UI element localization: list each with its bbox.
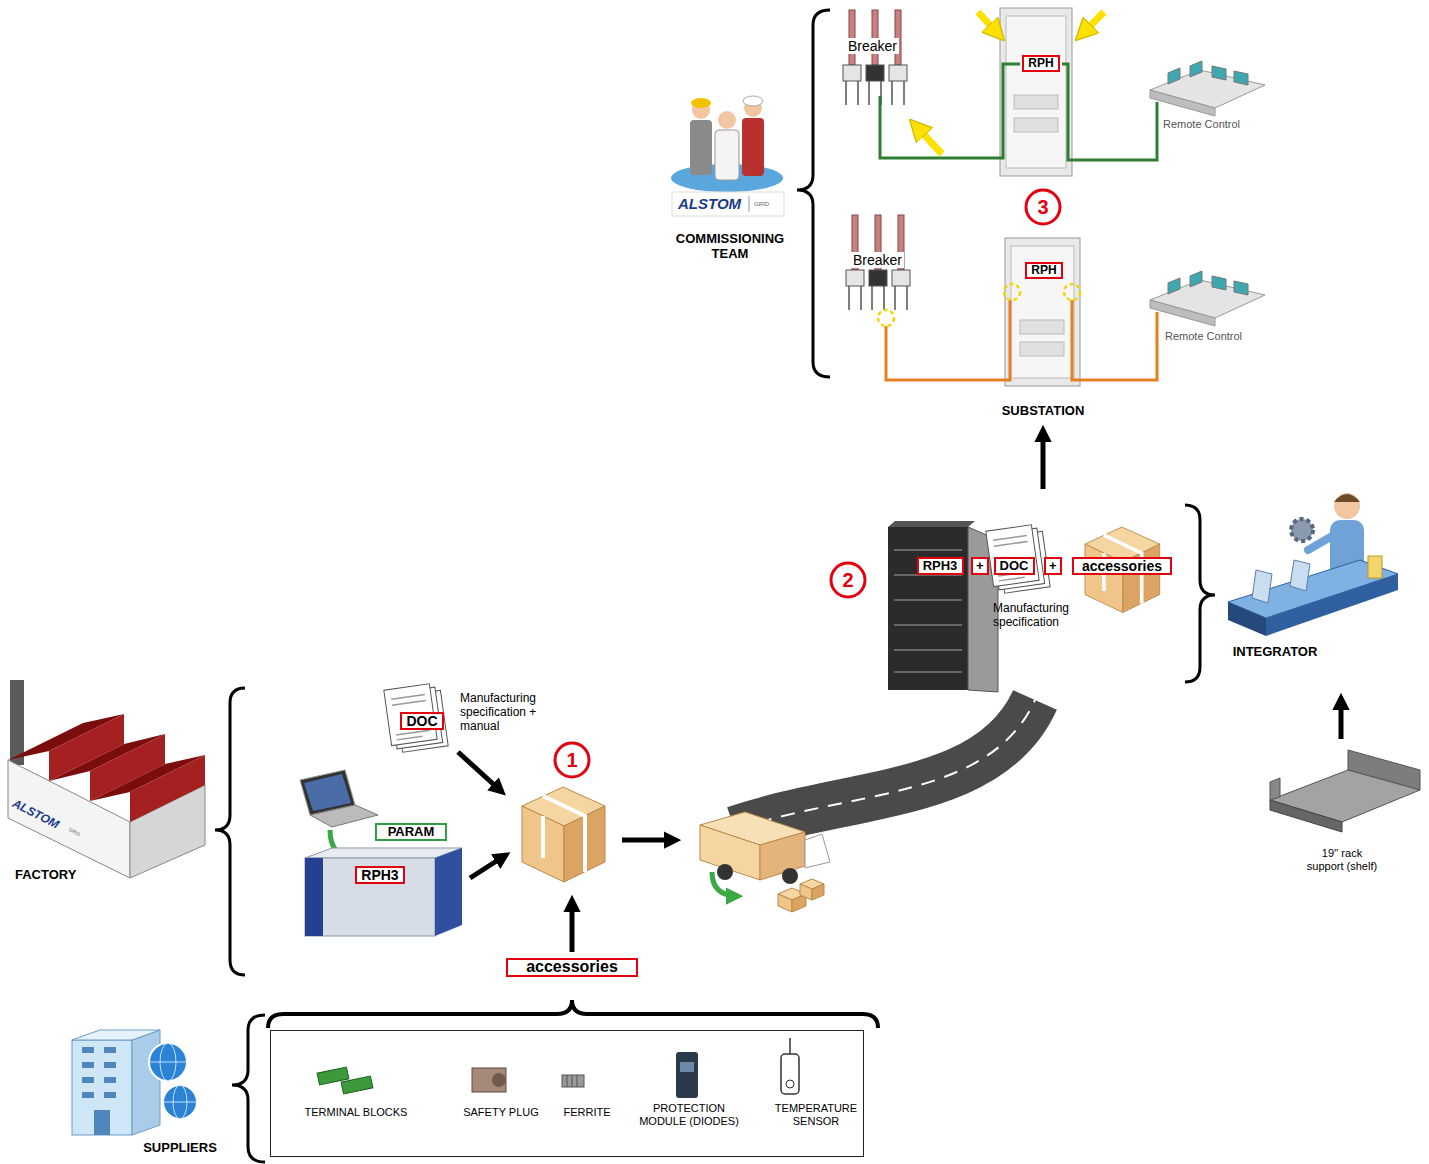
laptop: [300, 770, 378, 827]
flow-arrow: [1339, 698, 1344, 739]
rack-tag: RPH3: [917, 557, 964, 575]
node-text: PARAM: [388, 825, 435, 840]
road: [735, 700, 1035, 830]
doc-note: Manufacturing specification + manual: [460, 692, 560, 733]
substation-caption: SUBSTATION: [985, 400, 1101, 422]
brace: [215, 10, 1215, 1162]
callout-number: 1: [553, 741, 591, 779]
node-text: 3: [1037, 196, 1048, 219]
relay-tag: RPH: [1025, 262, 1063, 279]
node-text: FACTORY: [15, 868, 115, 883]
device-tag: RPH3: [355, 866, 405, 884]
callout-ring: [1026, 190, 1060, 224]
logo-text: ALSTOM: [676, 195, 743, 212]
team-caption: COMMISSIONING TEAM: [662, 60, 798, 265]
integrator-caption: INTEGRATOR: [1215, 495, 1420, 690]
node-text: DOC: [406, 713, 437, 729]
node-text: accessories: [526, 958, 618, 976]
substation-installed: [843, 8, 1265, 176]
factory-caption: FACTORY: [5, 680, 205, 890]
node-text: SAFETY PLUG: [451, 1106, 551, 1119]
rack-cabinet: [888, 521, 998, 692]
node-text: RPH3: [361, 867, 398, 883]
node-text: PROTECTION MODULE (DIODES): [639, 1102, 739, 1127]
console-label: Remote Control: [1163, 118, 1240, 131]
node-text: RPH: [1028, 57, 1053, 71]
doc-tag: DOC: [400, 712, 444, 730]
node-text: TERMINAL BLOCKS: [301, 1106, 411, 1119]
node-text: INTEGRATOR: [1220, 645, 1330, 660]
node-text: TEMPERATURE SENSOR: [766, 1102, 866, 1127]
node-text: accessories: [1082, 558, 1162, 574]
rack-shelf: [1270, 750, 1420, 832]
flow-arrow: [458, 752, 676, 952]
delivery-bundle: RPH3 DOC accessoriesManufacturing specific…: [820, 492, 1180, 692]
commissioning-team-icon: [671, 96, 784, 216]
callout-number: 3: [1024, 188, 1062, 226]
suppliers-caption: SUPPLIERS: [60, 1015, 240, 1162]
node-text: FERRITE: [557, 1106, 617, 1119]
package-box: [522, 787, 605, 882]
node-text: COMMISSIONING TEAM: [662, 232, 798, 262]
callout-ring: [555, 743, 589, 777]
node-text: RPH3: [923, 559, 958, 574]
param-tag: PARAM: [375, 823, 447, 841]
node-text: DOC: [1000, 559, 1029, 574]
plus-sign: +: [971, 557, 989, 575]
accessory-icons: [317, 1038, 799, 1098]
supplier-building: [72, 1030, 197, 1135]
relay-tag: RPH: [1022, 55, 1060, 72]
accessories-tag: accessories: [1072, 557, 1172, 575]
node-text: RPH: [1031, 264, 1056, 278]
document-stack: [986, 523, 1050, 594]
substation-faulty: [846, 215, 1265, 386]
logo-subtext: GRID: [754, 201, 769, 208]
doc-tag: DOC: [994, 557, 1035, 575]
factory-building: [8, 680, 205, 878]
integrator-figure: [1228, 493, 1398, 636]
node-text: 1: [566, 749, 577, 772]
delivery-truck: [700, 812, 830, 912]
node-text: Manufacturing specification: [993, 602, 1103, 630]
callout-ring: [831, 563, 865, 597]
plus-sign: +: [1044, 557, 1062, 575]
node-text: 2: [842, 569, 853, 592]
logo-text: ALSTOM: [10, 797, 61, 832]
shelf-caption: 19'' rack support (shelf): [1262, 742, 1424, 878]
callout-number: 2: [829, 561, 867, 599]
logo-subtext: GRID: [67, 827, 81, 838]
flow-arrow: [1041, 430, 1046, 489]
console-label: Remote Control: [1165, 330, 1242, 343]
document-stack: [384, 682, 448, 753]
node-text: 19'' rack support (shelf): [1302, 847, 1382, 872]
accessories-tag: accessories: [506, 958, 638, 977]
accessories-panel: TERMINAL BLOCKS SAFETY PLUG FERRITE PROTECT…: [270, 1030, 864, 1157]
node-text: SUPPLIERS: [130, 1141, 230, 1156]
rph3-device: [305, 848, 462, 936]
node-text: SUBSTATION: [1002, 404, 1085, 419]
breaker-label: Breaker: [851, 252, 904, 268]
breaker-label: Breaker: [846, 38, 899, 54]
